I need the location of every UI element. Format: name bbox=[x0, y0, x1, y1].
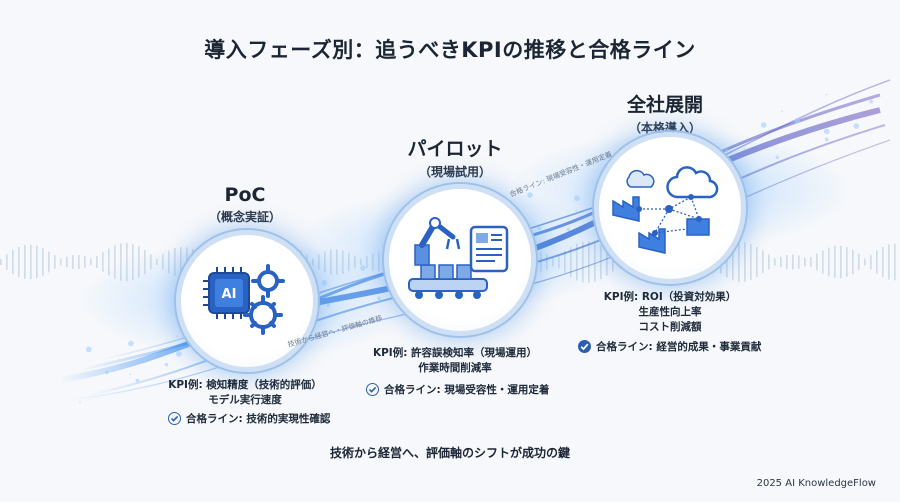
kpi-line: KPI例: ROI（投資対効果） bbox=[603, 291, 737, 303]
pass-line-text: 合格ライン: 経営的成果・事業貢献 bbox=[596, 341, 762, 353]
stage-subtitle: （概念実証） bbox=[208, 210, 281, 224]
kpi-line: KPI例: 検知精度（技術的評価） bbox=[168, 379, 322, 391]
stage-rollout-circle bbox=[594, 132, 746, 284]
kpi-line: モデル実行速度 bbox=[208, 394, 282, 406]
tagline: 技術から経営へ、評価軸のシフトが成功の鍵 bbox=[329, 446, 570, 460]
check-circle-icon bbox=[168, 412, 181, 425]
cloud-factory-network-icon bbox=[612, 166, 719, 254]
stage-pilot-pass-line: 合格ライン: 現場受容性・運用定着 bbox=[366, 382, 549, 397]
check-circle-icon bbox=[366, 383, 379, 396]
stage-poc-header: PoC （概念実証） bbox=[180, 184, 310, 225]
stage-poc-kpi: KPI例: 検知精度（技術的評価） モデル実行速度 bbox=[155, 378, 335, 408]
stage-poc-circle: AI bbox=[176, 230, 318, 372]
kpi-line: KPI例: 許容誤検知率（現場運用） bbox=[372, 347, 538, 359]
robot-arm-conveyor-icon bbox=[408, 217, 509, 299]
page-title: 導入フェーズ別：追うべきKPIの推移と合格ライン bbox=[204, 38, 696, 62]
ai-chip-gears-icon: AI bbox=[203, 264, 285, 335]
stage-rollout-header: 全社展開 （本格導入） bbox=[600, 90, 730, 136]
pass-line-text: 合格ライン: 技術的実現性確認 bbox=[186, 413, 331, 425]
kpi-line: 作業時間削減率 bbox=[418, 362, 492, 374]
stage-pilot-circle bbox=[384, 184, 536, 336]
stage-name: パイロット bbox=[407, 138, 503, 160]
stage-subtitle: （本格導入） bbox=[628, 121, 701, 135]
stage-name: PoC bbox=[224, 184, 266, 206]
kpi-line: 生産性向上率 bbox=[638, 306, 702, 318]
pass-line-text: 合格ライン: 現場受容性・運用定着 bbox=[384, 384, 550, 396]
stage-poc-pass-line: 合格ライン: 技術的実現性確認 bbox=[168, 411, 330, 426]
stage-rollout-pass-line: 合格ライン: 経営的成果・事業貢献 bbox=[578, 339, 761, 354]
stage-rollout-kpi: KPI例: ROI（投資対効果） 生産性向上率 コスト削減額 bbox=[590, 290, 750, 335]
stage-name: 全社展開 bbox=[626, 94, 703, 116]
stage-pilot-kpi: KPI例: 許容誤検知率（現場運用） 作業時間削減率 bbox=[360, 346, 550, 376]
stage-subtitle: （現場試用） bbox=[418, 165, 491, 179]
check-circle-icon bbox=[578, 340, 591, 353]
stage-pilot-header: パイロット （現場試用） bbox=[380, 134, 530, 180]
svg-text:AI: AI bbox=[222, 287, 237, 302]
kpi-line: コスト削減額 bbox=[638, 321, 702, 333]
credit: 2025 AI KnowledgeFlow bbox=[756, 478, 876, 489]
